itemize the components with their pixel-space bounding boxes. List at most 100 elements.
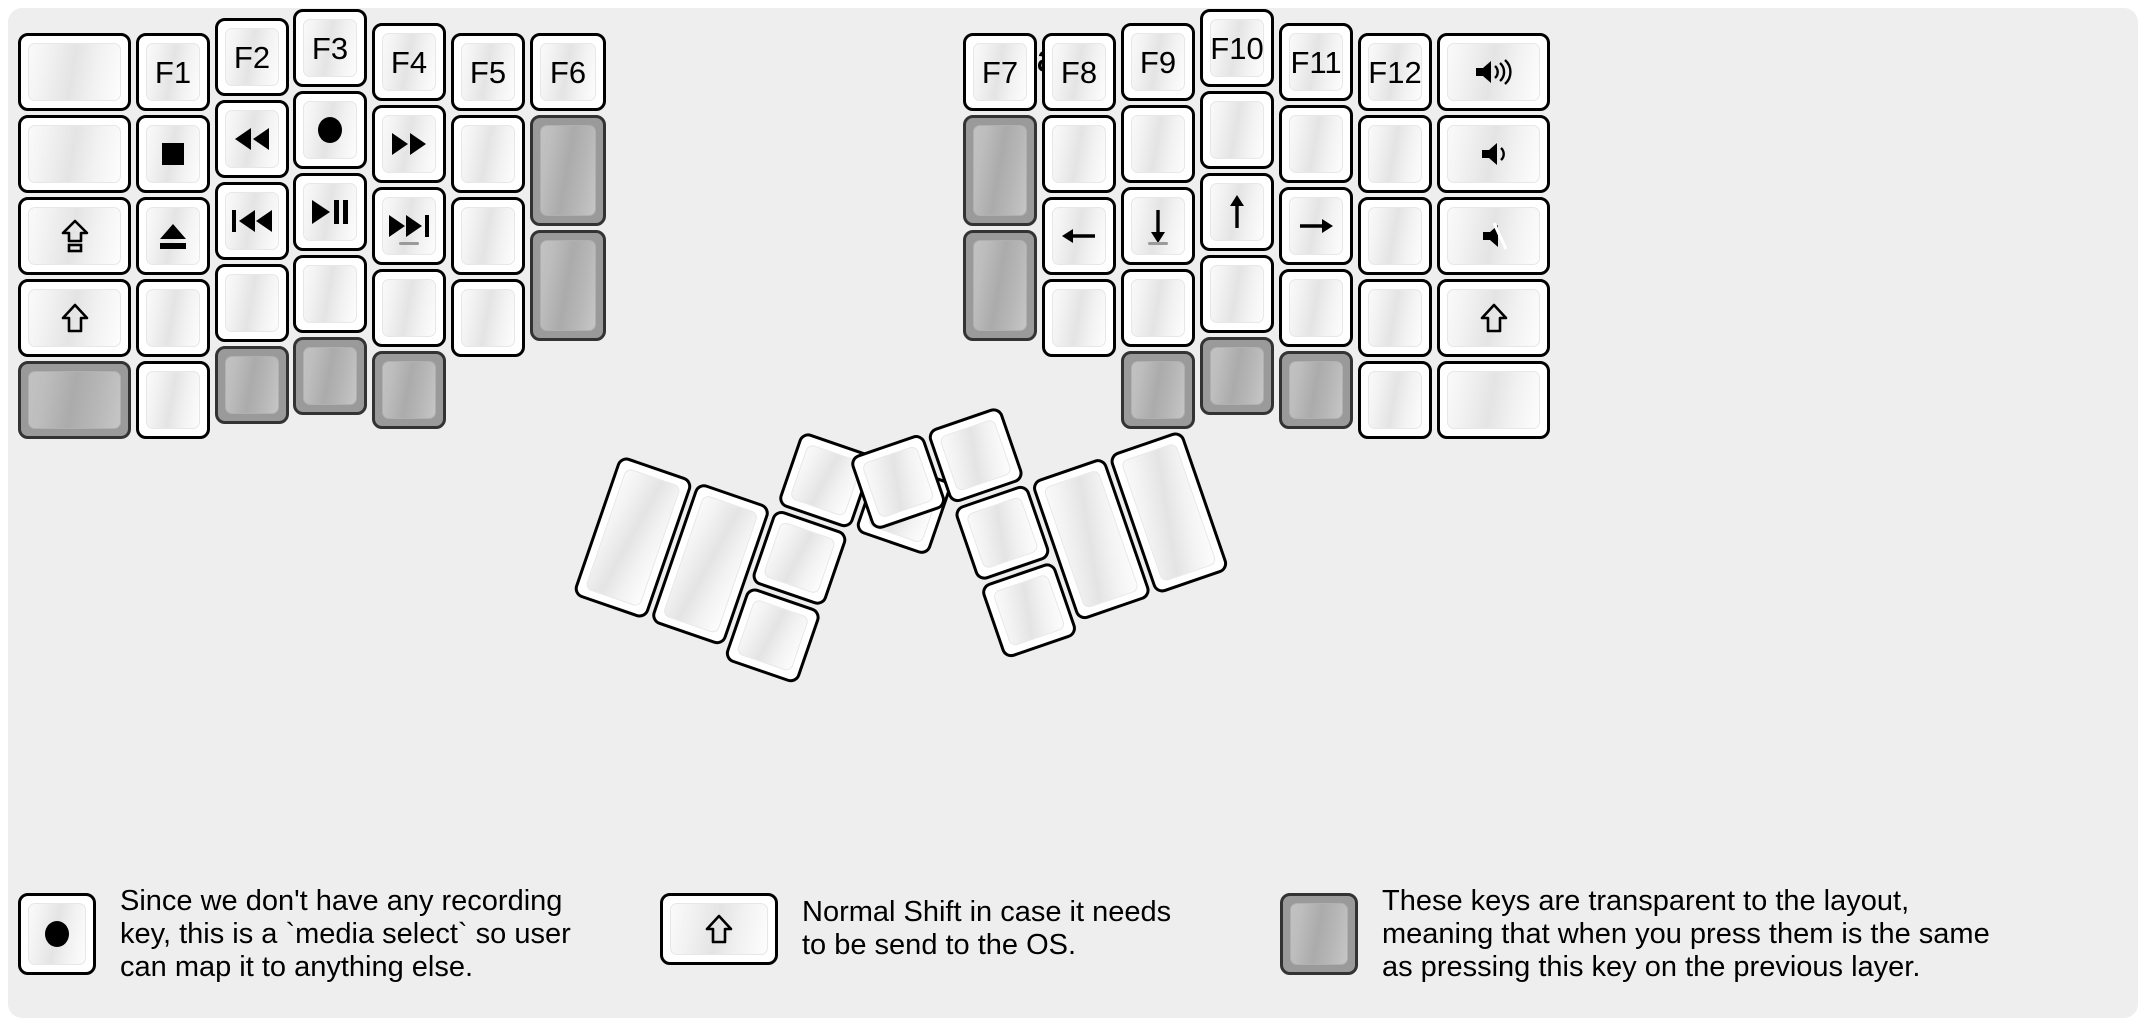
keycap-surface	[1289, 279, 1343, 337]
right-col-middle-r-key-1[interactable]: F9	[1121, 23, 1195, 101]
right-col-ring-r-key-2[interactable]	[1200, 173, 1274, 251]
right-col-middle-r-key-2[interactable]	[1121, 105, 1195, 183]
keycap-label: F4	[390, 44, 428, 80]
left-col-ring-key-2[interactable]	[215, 100, 289, 178]
right-col-pinky-r-key-5[interactable]	[1279, 351, 1353, 429]
keycap-surface	[1290, 903, 1348, 966]
right-col-ring-r-key-1[interactable]	[1200, 91, 1274, 169]
keycap-surface	[1447, 371, 1540, 429]
left-col-index-key-1[interactable]: F4	[372, 23, 446, 101]
left-col-index-inner-key-1[interactable]: F5	[451, 33, 525, 111]
right-col-middle-r-key-4[interactable]	[1121, 269, 1195, 347]
right-col-middle-r-key-3[interactable]	[1121, 187, 1195, 265]
keycap-surface	[146, 289, 200, 347]
left-col-pinky-key-5[interactable]	[136, 361, 210, 439]
left-col-pinky-key-1[interactable]: F1	[136, 33, 210, 111]
right-col-ring-r-key-3[interactable]	[1200, 255, 1274, 333]
left-col-index-key-5[interactable]	[372, 351, 446, 429]
left-col-pinky-key-4[interactable]	[136, 279, 210, 357]
left-col-index-key-3[interactable]	[372, 187, 446, 265]
left-col-ring-key-1[interactable]: F2	[215, 18, 289, 96]
legend-normal-shift: Normal Shift in case it needs to be send…	[660, 893, 1171, 965]
left-col-ring-key-3[interactable]	[215, 182, 289, 260]
keycap-label: F5	[469, 54, 507, 90]
right-col-outermost-r-key-4[interactable]	[1437, 279, 1550, 357]
right-col-index-r-key-4[interactable]	[1042, 279, 1116, 357]
right-col-pinky-outer-r-key-2[interactable]	[1358, 115, 1432, 193]
keycap-surface	[973, 240, 1027, 331]
legend-media-select-sample-key[interactable]	[18, 893, 96, 976]
keycap-surface	[225, 192, 279, 250]
left-col-middle-key-3[interactable]	[293, 255, 367, 333]
right-col-pinky-r-key-4[interactable]	[1279, 269, 1353, 347]
left-col-ring-key-5[interactable]	[215, 346, 289, 424]
left-col-inner-extra-key-3[interactable]	[530, 230, 606, 341]
left-col-pinky-outer-key-1[interactable]	[18, 33, 131, 111]
left-col-middle-key-top[interactable]: F3	[293, 9, 367, 87]
keycap-surface	[1289, 115, 1343, 173]
keycap-label: F6	[549, 54, 587, 90]
keycap-surface	[1052, 125, 1106, 183]
right-col-index-inner-r-key-3[interactable]	[963, 230, 1037, 341]
media-next-track-icon	[387, 213, 431, 239]
left-col-index-key-2[interactable]	[372, 105, 446, 183]
right-col-outermost-r-key-3[interactable]	[1437, 197, 1550, 275]
left-col-pinky-outer-key-2[interactable]	[18, 115, 131, 193]
keycap-label: F10	[1210, 30, 1264, 66]
keycap-surface	[28, 43, 121, 101]
left-col-pinky-outer-key-3[interactable]	[18, 197, 131, 275]
left-col-index-inner-key-3[interactable]	[451, 197, 525, 275]
keycap-surface	[1131, 361, 1185, 419]
keycap-surface: F9	[1131, 33, 1185, 91]
media-record-icon	[40, 917, 74, 951]
right-col-index-inner-r-key-2[interactable]	[963, 115, 1037, 226]
keycap-surface: F5	[461, 43, 515, 101]
left-col-pinky-outer-key-4[interactable]	[18, 279, 131, 357]
left-col-pinky-outer-key-5[interactable]	[18, 361, 131, 439]
right-col-pinky-outer-r-key-5[interactable]	[1358, 361, 1432, 439]
left-col-middle-key-1[interactable]	[293, 91, 367, 169]
left-col-middle-key-2[interactable]	[293, 173, 367, 251]
right-col-pinky-outer-r-key-3[interactable]	[1358, 197, 1432, 275]
right-col-index-r-key-1[interactable]: F8	[1042, 33, 1116, 111]
right-col-pinky-outer-r-key-1[interactable]: F12	[1358, 33, 1432, 111]
left-col-index-key-4[interactable]	[372, 269, 446, 347]
left-col-ring-key-4[interactable]	[215, 264, 289, 342]
keycap-surface	[965, 495, 1040, 570]
keycap-surface	[1131, 197, 1185, 255]
legend-normal-shift-text: Normal Shift in case it needs to be send…	[802, 896, 1172, 961]
legend-normal-shift-sample-key[interactable]	[660, 893, 778, 965]
left-col-middle-key-4[interactable]	[293, 337, 367, 415]
right-col-pinky-outer-r-key-4[interactable]	[1358, 279, 1432, 357]
right-col-outermost-r-key-5[interactable]	[1437, 361, 1550, 439]
right-col-outermost-r-key-2[interactable]	[1437, 115, 1550, 193]
keycap-surface	[1447, 207, 1540, 265]
left-col-index-inner-key-2[interactable]	[451, 115, 525, 193]
keycap-surface	[225, 110, 279, 168]
left-col-inner-extra-key-2[interactable]	[530, 115, 606, 226]
right-col-index-inner-r-key-1[interactable]: F7	[963, 33, 1037, 111]
right-col-index-r-key-3[interactable]	[1042, 197, 1116, 275]
keycap-surface	[1210, 101, 1264, 159]
keycap-surface	[762, 520, 837, 595]
right-col-middle-r-key-5[interactable]	[1121, 351, 1195, 429]
arrow-up-icon	[1224, 193, 1250, 231]
media-rewind-icon	[232, 126, 272, 152]
keycap-surface: F6	[540, 43, 596, 101]
right-col-pinky-r-key-1[interactable]: F11	[1279, 23, 1353, 101]
legend-transparent-keys-sample-key[interactable]	[1280, 893, 1358, 976]
right-col-outermost-r-key-1[interactable]	[1437, 33, 1550, 111]
left-col-inner-extra-key-1[interactable]: F6	[530, 33, 606, 111]
right-col-pinky-r-key-2[interactable]	[1279, 105, 1353, 183]
left-col-index-inner-key-4[interactable]	[451, 279, 525, 357]
keycap-surface	[1052, 289, 1106, 347]
keycap-surface	[670, 903, 768, 955]
left-col-pinky-key-2[interactable]	[136, 115, 210, 193]
keycap-surface	[1368, 289, 1422, 347]
right-col-ring-r-key-top[interactable]: F10	[1200, 9, 1274, 87]
right-col-ring-r-key-4[interactable]	[1200, 337, 1274, 415]
right-col-pinky-r-key-3[interactable]	[1279, 187, 1353, 265]
left-col-pinky-key-3[interactable]	[136, 197, 210, 275]
right-col-index-r-key-2[interactable]	[1042, 115, 1116, 193]
